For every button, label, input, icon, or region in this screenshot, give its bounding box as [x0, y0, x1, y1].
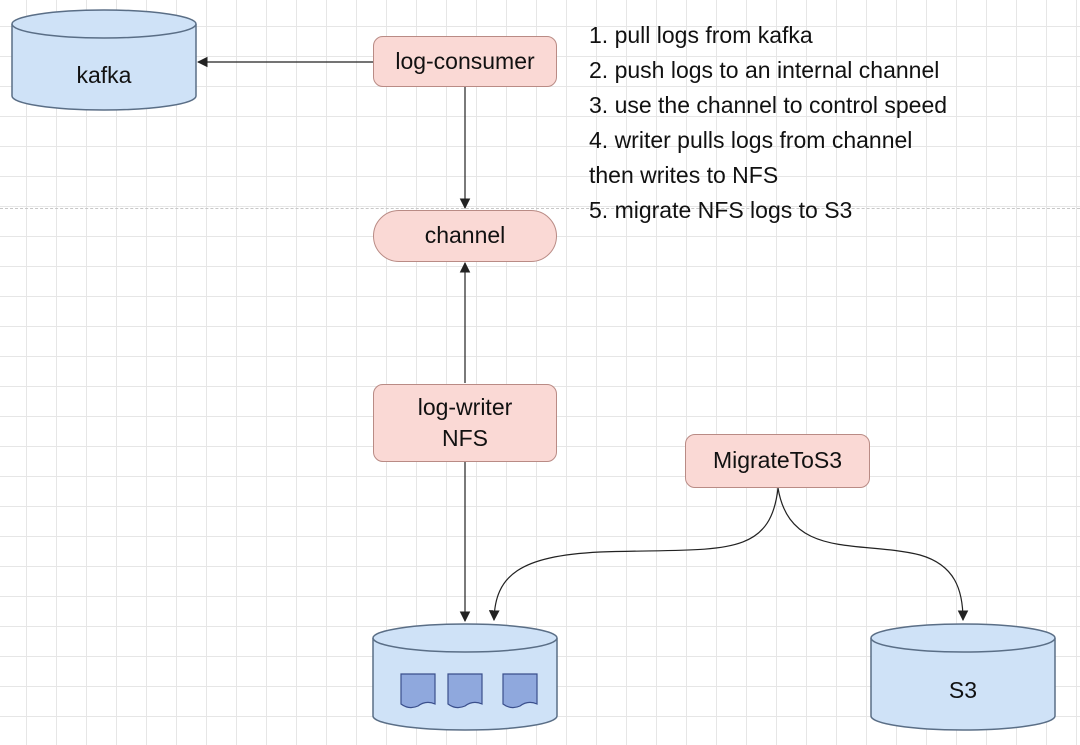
- log-consumer-node[interactable]: log-consumer: [373, 36, 557, 87]
- nfs-store[interactable]: [372, 623, 558, 731]
- log-writer-node[interactable]: log-writer NFS: [373, 384, 557, 462]
- file-icon: [502, 673, 538, 709]
- note-line: 1. pull logs from kafka: [589, 22, 813, 48]
- s3-label: S3: [948, 677, 978, 703]
- kafka-store[interactable]: [11, 9, 197, 111]
- kafka-label: kafka: [76, 62, 132, 88]
- edge-migrate-to-nfs: [488, 487, 779, 622]
- note-line: then writes to NFS: [589, 162, 779, 188]
- note-line: 4. writer pulls logs from channel: [589, 127, 913, 153]
- note-line: 2. push logs to an internal channel: [589, 57, 940, 83]
- file-icon: [400, 673, 436, 709]
- channel-node[interactable]: channel: [373, 210, 557, 262]
- migrate-to-s3-node[interactable]: MigrateToS3: [685, 434, 870, 488]
- note-line: 5. migrate NFS logs to S3: [589, 197, 853, 223]
- edge-migrate-to-s3: [777, 487, 969, 622]
- s3-store[interactable]: [870, 623, 1056, 731]
- file-icon: [447, 673, 483, 709]
- divider-line: [0, 208, 1080, 209]
- note-line: 3. use the channel to control speed: [589, 92, 948, 118]
- steps-notes: 1. pull logs from kafka 2. push logs to …: [589, 18, 947, 228]
